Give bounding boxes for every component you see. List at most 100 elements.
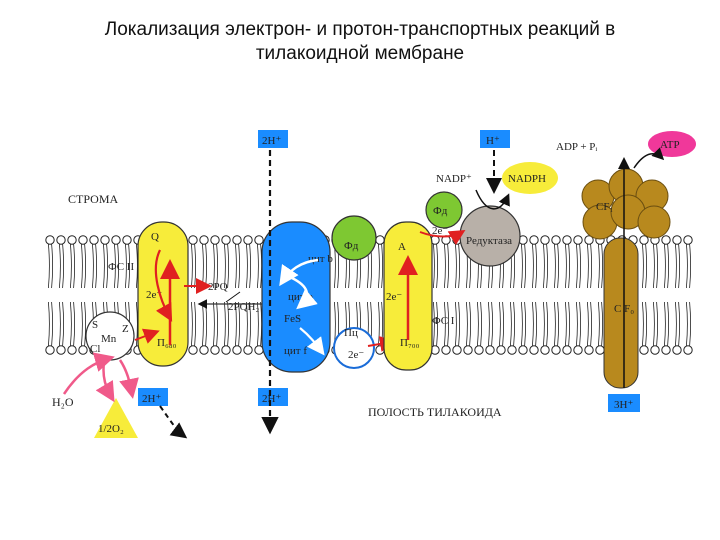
lipid-head bbox=[673, 236, 681, 244]
q-label: Q bbox=[151, 231, 159, 243]
lipid-head bbox=[552, 346, 560, 354]
lipid-tail bbox=[191, 244, 192, 288]
o2-label: 1/2O₂ bbox=[98, 423, 124, 435]
lipid-tail bbox=[52, 244, 53, 288]
lipid-tail bbox=[543, 244, 544, 288]
lipid-head bbox=[101, 236, 109, 244]
lipid-tail bbox=[565, 302, 566, 346]
ps1-label: ФС I bbox=[432, 315, 455, 327]
lipid-tail bbox=[459, 302, 460, 346]
lipid-head bbox=[244, 236, 252, 244]
pc-label: Пц bbox=[344, 327, 358, 339]
lipid-head bbox=[453, 346, 461, 354]
lipid-head bbox=[563, 346, 571, 354]
e2-pc-label: 2e⁻ bbox=[348, 349, 364, 361]
h-top-label-1: 2H⁺ bbox=[262, 135, 281, 147]
fes-label: FeS bbox=[284, 313, 301, 325]
lipid-head bbox=[519, 346, 527, 354]
lipid-head bbox=[189, 346, 197, 354]
h-bot-label-3: 3H⁺ bbox=[614, 399, 633, 411]
lipid-tail bbox=[378, 244, 379, 288]
lipid-tail bbox=[455, 244, 456, 288]
lipid-head bbox=[530, 346, 538, 354]
lipid-head bbox=[112, 236, 120, 244]
lipid-tail bbox=[459, 244, 460, 288]
lipid-head bbox=[79, 346, 87, 354]
lipid-tail bbox=[81, 302, 82, 346]
pqh2-label: 2PQH₂ bbox=[228, 301, 260, 313]
lipid-head bbox=[651, 346, 659, 354]
lipid-head bbox=[530, 236, 538, 244]
ferredoxin-1 bbox=[332, 216, 376, 260]
lipid-tail bbox=[63, 244, 64, 288]
lipid-tail bbox=[686, 302, 687, 346]
cf1-label: CF₁ bbox=[596, 201, 613, 213]
lipid-tail bbox=[503, 302, 504, 346]
cyt-f-label: цит f bbox=[284, 345, 307, 357]
lipid-head bbox=[376, 346, 384, 354]
lipid-head bbox=[596, 346, 604, 354]
lipid-tail bbox=[59, 302, 60, 346]
lumen-label: ПОЛОСТЬ ТИЛАКОИДА bbox=[368, 405, 502, 419]
lipid-tail bbox=[228, 244, 229, 288]
lipid-tail bbox=[74, 244, 75, 288]
fd1-label: Фд bbox=[344, 240, 359, 252]
lipid-head bbox=[68, 236, 76, 244]
lipid-head bbox=[552, 236, 560, 244]
lipid-tail bbox=[136, 244, 137, 288]
lipid-tail bbox=[675, 244, 676, 288]
lipid-tail bbox=[521, 302, 522, 346]
lipid-tail bbox=[202, 244, 203, 288]
e2-mid-label: 2e⁻ bbox=[386, 291, 402, 303]
lipid-tail bbox=[547, 302, 548, 346]
lipid-tail bbox=[103, 244, 104, 288]
reductase-label: Редуктаза bbox=[466, 235, 512, 247]
lipid-head bbox=[508, 346, 516, 354]
fd2-label: Фд bbox=[433, 205, 448, 217]
lipid-tail bbox=[246, 244, 247, 288]
lipid-tail bbox=[257, 244, 258, 288]
lipid-tail bbox=[543, 302, 544, 346]
h-bot-label-2: 2H⁺ bbox=[262, 393, 281, 405]
lipid-tail bbox=[235, 244, 236, 288]
lipid-tail bbox=[525, 302, 526, 346]
lipid-tail bbox=[521, 244, 522, 288]
lipid-tail bbox=[565, 244, 566, 288]
lipid-tail bbox=[510, 302, 511, 346]
cyt-b6-label: цит b bbox=[308, 253, 333, 265]
lipid-tail bbox=[569, 244, 570, 288]
lipid-tail bbox=[448, 244, 449, 288]
lipid-head bbox=[640, 346, 648, 354]
lipid-tail bbox=[591, 244, 592, 288]
lipid-head bbox=[46, 346, 54, 354]
lipid-tail bbox=[52, 302, 53, 346]
lipid-tail bbox=[642, 302, 643, 346]
lipid-tail bbox=[85, 302, 86, 346]
lipid-tail bbox=[646, 302, 647, 346]
lipid-tail bbox=[492, 302, 493, 346]
lipid-tail bbox=[554, 244, 555, 288]
lipid-head bbox=[486, 346, 494, 354]
lipid-tail bbox=[213, 302, 214, 346]
p680-label: П₆₈₀ bbox=[157, 337, 177, 349]
lipid-tail bbox=[598, 302, 599, 346]
lipid-tail bbox=[602, 244, 603, 288]
lipid-head bbox=[57, 346, 65, 354]
lipid-tail bbox=[664, 244, 665, 288]
lipid-tail bbox=[591, 302, 592, 346]
h-bot-label-1: 2H⁺ bbox=[142, 393, 161, 405]
pq-label: 2PQ bbox=[208, 281, 228, 293]
lipid-head bbox=[46, 236, 54, 244]
lipid-head bbox=[79, 236, 87, 244]
lipid-tail bbox=[525, 244, 526, 288]
lipid-head bbox=[497, 346, 505, 354]
lipid-tail bbox=[668, 302, 669, 346]
lipid-tail bbox=[642, 244, 643, 288]
lipid-tail bbox=[558, 302, 559, 346]
lipid-tail bbox=[554, 302, 555, 346]
lipid-tail bbox=[70, 302, 71, 346]
lipid-head bbox=[673, 346, 681, 354]
lipid-head bbox=[585, 346, 593, 354]
lipid-tail bbox=[576, 302, 577, 346]
